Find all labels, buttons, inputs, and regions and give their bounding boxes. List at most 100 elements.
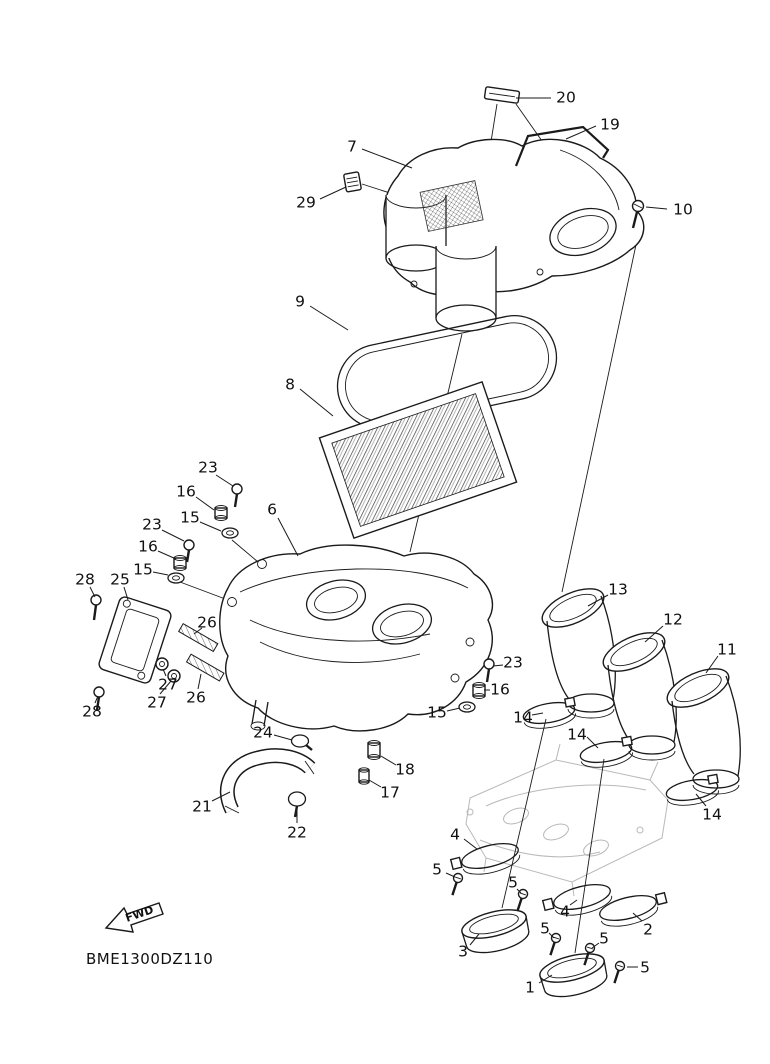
drain-hose-group	[219, 734, 381, 818]
leader-line-5	[516, 888, 522, 894]
part-callout-3: 3	[458, 943, 468, 961]
screw-5b	[516, 888, 529, 912]
part-callout-14: 14	[567, 726, 587, 744]
fwd-arrow: FWD	[104, 902, 164, 933]
part-callout-29: 29	[296, 194, 316, 212]
air-filter-element-8	[318, 380, 518, 540]
screw-5d	[583, 942, 596, 966]
leader-line-23	[215, 474, 234, 487]
grommet-15c	[458, 701, 476, 713]
bracket-25	[98, 596, 172, 684]
leader-line-5	[591, 942, 600, 949]
bracket-assembly	[90, 594, 225, 711]
damper-27b	[167, 669, 181, 683]
part-callout-16: 16	[138, 538, 158, 556]
case-drain-tube	[250, 699, 269, 731]
fastener-set-b	[167, 539, 195, 584]
clamp-24	[290, 734, 313, 751]
stay-26-upper	[177, 622, 219, 653]
screw-5c	[549, 932, 562, 956]
part-callout-1: 1	[525, 979, 535, 997]
part-callout-18: 18	[395, 761, 415, 779]
leader-line-3	[469, 933, 480, 946]
leader-line-26	[193, 627, 203, 635]
clamp-14c	[665, 773, 719, 806]
intake-joint-11	[666, 668, 741, 795]
part-callout-24: 24	[253, 724, 273, 742]
part-callout-28: 28	[82, 703, 102, 721]
leader-line-17	[368, 779, 382, 788]
leader-line-18	[380, 755, 397, 766]
screw-23c	[483, 658, 495, 670]
part-callout-8: 8	[285, 376, 295, 394]
hose-21	[219, 748, 316, 814]
intake-joint-13	[541, 588, 616, 719]
clamp-22	[287, 791, 307, 818]
stay-26-lower	[185, 653, 225, 682]
leader-line-7	[361, 148, 413, 169]
leader-line-29	[319, 186, 347, 200]
clamp-4a	[449, 842, 521, 875]
leader-line-11	[705, 655, 719, 674]
cover-outlet-opening	[549, 207, 617, 257]
leader-line-16	[195, 496, 215, 511]
clip-29	[343, 171, 362, 193]
grommet-15b	[167, 572, 185, 584]
part-callout-14: 14	[513, 709, 533, 727]
leader-line-26	[197, 673, 202, 690]
leader-line-8	[299, 388, 334, 417]
part-callout-27: 27	[147, 694, 167, 712]
part-callout-27: 27	[158, 676, 178, 694]
leader-line-19	[565, 125, 597, 140]
leader-line-12	[644, 625, 664, 643]
part-callout-21: 21	[192, 798, 212, 816]
bolt-28-upper	[90, 594, 102, 621]
clamp-14b	[579, 735, 633, 768]
part-callout-23: 23	[142, 516, 162, 534]
part-callout-11: 11	[717, 641, 737, 659]
cover-caution-label	[419, 180, 484, 232]
stay-plate-20	[483, 86, 521, 104]
screw-5a	[451, 872, 464, 896]
part-callout-20: 20	[556, 89, 576, 107]
lower-case-6	[219, 544, 493, 732]
fastener-set-a	[214, 483, 243, 539]
part-callout-15: 15	[427, 704, 447, 722]
leader-line-4	[569, 899, 578, 906]
part-callout-13: 13	[608, 581, 628, 599]
part-callout-12: 12	[663, 611, 683, 629]
clamp-4b	[541, 883, 613, 916]
part-callout-14: 14	[702, 806, 722, 824]
leader-line-24	[273, 734, 293, 741]
screw-23b	[183, 539, 195, 551]
leader-line-28	[94, 695, 99, 704]
leader-line-27	[159, 680, 172, 695]
leader-line-27	[162, 668, 167, 677]
part-callout-10: 10	[673, 201, 693, 219]
part-callout-5: 5	[640, 959, 650, 977]
leader-line-10	[645, 206, 668, 210]
part-callout-15: 15	[180, 509, 200, 527]
leader-line-15	[446, 707, 461, 712]
joint-1	[539, 953, 608, 998]
grommet-15a	[221, 527, 239, 539]
part-callout-22: 22	[287, 824, 307, 842]
leader-line-15	[199, 521, 222, 532]
part-callout-7: 7	[347, 138, 357, 156]
part-callout-25: 25	[110, 571, 130, 589]
upper-case-cover	[383, 138, 645, 332]
leader-line-15	[152, 571, 169, 576]
part-callout-5: 5	[599, 930, 609, 948]
leader-line-23	[161, 529, 185, 542]
part-callout-5: 5	[432, 861, 442, 879]
leader-line-23	[492, 664, 504, 667]
leader-line-14	[531, 712, 544, 716]
part-callout-16: 16	[176, 483, 196, 501]
part-callout-17: 17	[380, 784, 400, 802]
case-intake-opening-left	[305, 579, 367, 621]
drawing-part-code: BME1300DZ110	[86, 950, 213, 968]
clamp-14a	[522, 696, 576, 729]
part-callout-4: 4	[560, 903, 570, 921]
